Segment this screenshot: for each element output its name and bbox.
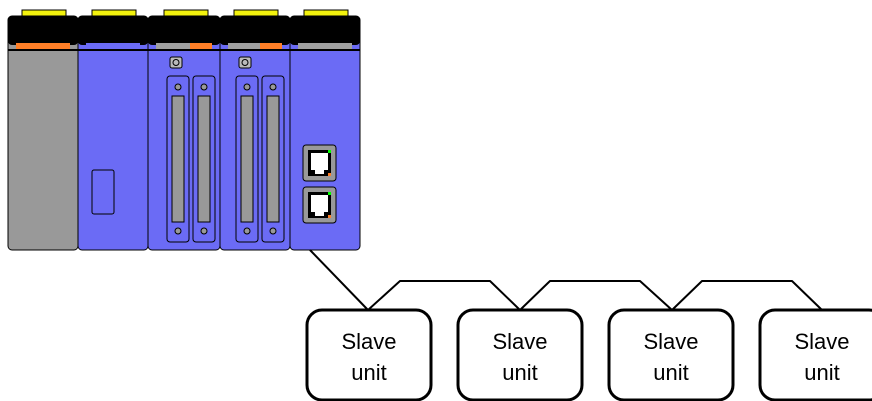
- slave-unit-3: Slave unit: [607, 308, 735, 401]
- cpu-module-accent: [86, 43, 140, 49]
- power-module-accent: [16, 43, 70, 49]
- slave-unit-1: Slave unit: [305, 308, 433, 401]
- slave-unit-4-label-line2: unit: [804, 360, 839, 385]
- ethernet-port-2-icon: [302, 186, 337, 224]
- cable-slave-1-to-slave-2: [367, 280, 521, 311]
- io-module-1-indicator: [169, 56, 183, 69]
- slave-unit-4: Slave unit: [758, 308, 872, 401]
- cpu-module: [77, 9, 149, 251]
- slave-unit-1-label-line1: Slave: [341, 329, 396, 354]
- cpu-module-top-cap: [78, 16, 148, 45]
- network-cables: [309, 249, 823, 311]
- slave-unit-3-label-line1: Slave: [643, 329, 698, 354]
- cable-plc-to-slave-1: [309, 249, 369, 311]
- slave-unit-2-label-line1: Slave: [492, 329, 547, 354]
- power-supply-module: [7, 9, 79, 251]
- slave-unit-1-label-line2: unit: [351, 360, 386, 385]
- slave-unit-4-label-line1: Slave: [794, 329, 849, 354]
- power-module-body: [7, 15, 79, 251]
- io-module-2: [219, 9, 291, 251]
- cable-slave-2-to-slave-3: [519, 280, 673, 311]
- slave-units: Slave unit Slave unit Slave unit Slave u…: [305, 308, 872, 401]
- cpu-module-body: [77, 15, 149, 251]
- cpu-memory-card-slot: [91, 169, 115, 215]
- ethernet-port-1-icon: [302, 144, 337, 182]
- power-module-top-cap: [8, 16, 78, 45]
- io-module-1: [147, 9, 221, 251]
- network-module-top-cap: [290, 16, 360, 45]
- slave-unit-3-label-line2: unit: [653, 360, 688, 385]
- io-module-1-top-cap: [148, 16, 220, 45]
- io-module-2-indicator: [238, 56, 252, 69]
- cable-slave-3-to-slave-4: [671, 280, 823, 311]
- slave-unit-2-label-line2: unit: [502, 360, 537, 385]
- slave-unit-2: Slave unit: [456, 308, 584, 401]
- plc-rack: [7, 9, 361, 251]
- io-module-2-top-cap: [220, 16, 290, 45]
- network-module: [289, 9, 361, 251]
